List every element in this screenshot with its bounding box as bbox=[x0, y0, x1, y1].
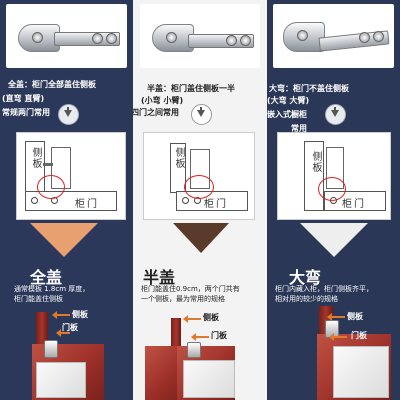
caption-sub: (大弯 大臂) bbox=[267, 96, 310, 105]
chevron-down-icon bbox=[30, 223, 98, 257]
caption-sub: (直弯 直臂) bbox=[2, 94, 45, 103]
chevron-down-icon bbox=[300, 223, 368, 257]
type-title: 半盖 bbox=[143, 268, 176, 287]
type-title: 全盖 bbox=[30, 268, 63, 287]
column-full-overlay: 全盖：柜门全部盖住侧板 (直弯 直臂) 常规两门常用 侧板 柜门 全盖 通常模板… bbox=[0, 0, 133, 400]
caption-sub: (小弯 小臂) bbox=[141, 96, 184, 105]
door-panel-label: 柜门 bbox=[204, 199, 228, 210]
usage-label: 常规两门常用 bbox=[2, 108, 50, 117]
side-board bbox=[171, 318, 181, 366]
chevron-down-icon bbox=[173, 223, 229, 253]
hinge-diagram: 侧板 柜门 bbox=[16, 132, 126, 220]
highlight-circle bbox=[37, 175, 65, 199]
type-title: 大弯 bbox=[289, 268, 322, 287]
type-desc-2: 一个侧板，最为常用的规格 bbox=[141, 295, 225, 303]
side-panel-label: 侧板 bbox=[30, 147, 41, 169]
hinge-photo bbox=[140, 4, 260, 68]
caption: 全盖：柜门全部盖住侧板 bbox=[8, 80, 96, 89]
highlight-circle bbox=[184, 175, 214, 199]
hinge-diagram: 侧板 柜门 bbox=[143, 132, 255, 220]
side-panel-label: 侧板 bbox=[173, 147, 184, 169]
down-arrow-icon bbox=[325, 104, 346, 125]
usage-label: 嵌入式橱柜 bbox=[267, 110, 307, 119]
hinge-diagram: 侧板 柜门 bbox=[277, 132, 391, 220]
door-board-tag: 门板 bbox=[351, 331, 367, 340]
hinge-photo bbox=[273, 4, 394, 68]
usage-label-2: 常用 bbox=[291, 124, 307, 133]
highlight-circle bbox=[318, 177, 346, 201]
usage-label: 四门之间常用 bbox=[133, 108, 179, 117]
down-arrow-icon bbox=[191, 104, 212, 125]
hinge-photo bbox=[6, 4, 127, 68]
side-board-tag: 侧板 bbox=[72, 310, 88, 319]
column-inset: 大弯：柜门不盖住侧板 (大弯 大臂) 嵌入式橱柜 常用 侧板 柜门 大弯 柜门内… bbox=[267, 0, 400, 400]
door-panel-label: 柜门 bbox=[75, 199, 99, 210]
type-desc-2: 相对用的较少的规格 bbox=[275, 295, 338, 303]
side-board-tag: 侧板 bbox=[203, 313, 219, 322]
door-board-tag: 门板 bbox=[211, 331, 227, 340]
type-desc-2: 柜门能盖住侧板 bbox=[14, 295, 63, 303]
side-board-tag: 侧板 bbox=[347, 312, 363, 321]
door-board-tag: 门板 bbox=[62, 323, 78, 332]
type-desc-1: 柜门能盖住0.9cm，两个门共有 bbox=[141, 285, 240, 293]
down-arrow-icon bbox=[58, 104, 79, 125]
type-desc-1: 柜门内藏入柜，柜门侧板齐平， bbox=[275, 285, 373, 293]
column-half-overlay: 半盖：柜门盖住侧板一半 (小弯 小臂) 四门之间常用 侧板 柜门 半盖 柜门能盖… bbox=[133, 0, 267, 400]
side-panel-label: 侧板 bbox=[310, 151, 321, 173]
door-panel-label: 柜门 bbox=[342, 199, 366, 210]
caption: 大弯：柜门不盖住侧板 bbox=[269, 84, 349, 93]
type-desc-1: 通常模板 1.8cm 厚度， bbox=[14, 285, 90, 293]
caption: 半盖：柜门盖住侧板一半 bbox=[147, 84, 235, 93]
